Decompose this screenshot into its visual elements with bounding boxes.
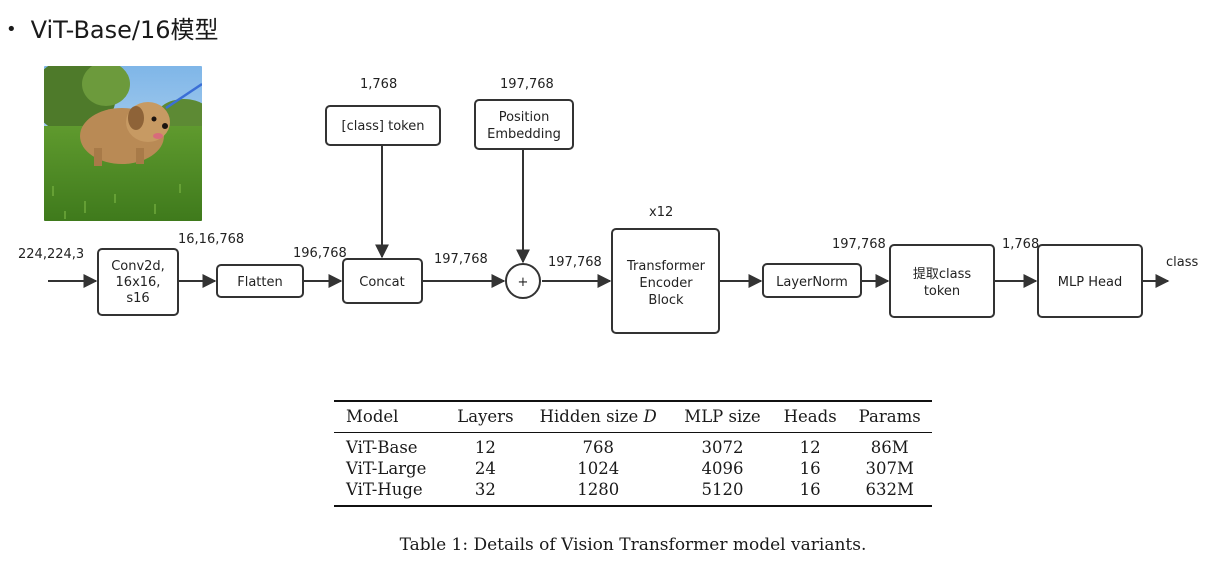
dog-photo [44,66,202,221]
slide-title: ViT-Base/16模型 [30,16,219,44]
model-variants-table-container: Model Layers Hidden size D MLP size Head… [334,400,932,507]
encoder-label-line3: Block [648,293,684,308]
table-header-row: Model Layers Hidden size D MLP size Head… [334,401,932,433]
position-embedding-label-line2: Embedding [487,127,561,142]
flatten-box [216,264,304,298]
cell-hidden-size: 1024 [577,459,620,478]
header-hidden-size-text: Hidden size [539,407,639,426]
layernorm-label: LayerNorm [776,275,848,290]
dim-flatten-out: 196,768 [293,246,347,261]
conv2d-label-line2: 16x16, [116,275,161,290]
extract-class-token-box [889,244,995,318]
slide-heading: • ViT-Base/16模型 [6,10,219,45]
cell-heads: 16 [799,459,821,478]
concat-box [342,258,423,304]
transformer-encoder-box [611,228,720,334]
table-row: ViT-Base 12 768 3072 12 86M [334,433,932,459]
cell-params: 632M [865,480,914,499]
conv2d-box [97,248,179,316]
mlp-head-label: MLP Head [1058,275,1122,290]
flatten-label: Flatten [237,275,283,290]
cell-layers: 32 [474,480,496,499]
header-hidden-size: Hidden size D [524,401,672,433]
class-token-box [325,105,441,146]
cell-mlp-size: 3072 [701,438,744,457]
header-mlp-size: MLP size [671,401,774,433]
encoder-label-line1: Transformer [626,259,706,274]
header-model: Model [334,401,447,433]
cell-model: ViT-Huge [346,480,423,499]
dim-layernorm-out: 197,768 [832,237,886,252]
cell-model: ViT-Base [346,438,418,457]
dim-class-token: 1,768 [360,77,397,92]
header-heads: Heads [773,401,848,433]
conv2d-label-line1: Conv2d, [111,259,165,274]
conv2d-label-line3: s16 [126,291,149,306]
cell-heads: 16 [799,480,821,499]
table-caption: Table 1: Details of Vision Transformer m… [399,535,867,555]
cell-mlp-size: 4096 [701,459,744,478]
cell-mlp-size: 5120 [701,480,744,499]
header-params: Params [847,401,932,433]
table-row: ViT-Huge 32 1280 5120 16 632M [334,479,932,506]
repeat-count: x12 [649,205,673,220]
dim-position-embedding: 197,768 [500,77,554,92]
model-variants-table: Model Layers Hidden size D MLP size Head… [334,400,932,507]
extract-label-line2: token [924,284,960,299]
cell-layers: 24 [474,459,496,478]
mlp-head-box [1037,244,1143,318]
add-plus-icon: + [518,275,529,290]
encoder-label-line2: Encoder [639,276,693,291]
layernorm-box [762,263,862,298]
cell-hidden-size: 768 [582,438,614,457]
dim-input: 224,224,3 [18,247,84,262]
cell-heads: 12 [799,438,821,457]
cell-hidden-size: 1280 [577,480,620,499]
output-class-label: class [1166,255,1198,270]
position-embedding-box [474,99,574,150]
position-embedding-label-line1: Position [499,110,550,125]
extract-label-line1: 提取class [913,266,971,282]
cell-params: 86M [870,438,909,457]
dim-conv-out: 16,16,768 [178,232,244,247]
dim-add-out: 197,768 [548,255,602,270]
table-row: ViT-Large 24 1024 4096 16 307M [334,458,932,479]
header-layers: Layers [446,401,525,433]
dog-photo-illustration [44,66,202,221]
bullet-icon: • [6,19,17,40]
concat-label: Concat [359,275,404,290]
class-token-label: [class] token [342,119,425,134]
header-hidden-size-symbol: D [643,407,657,426]
cell-params: 307M [865,459,914,478]
add-node [505,263,541,299]
dim-extract-out: 1,768 [1002,237,1039,252]
dim-concat-out: 197,768 [434,252,488,267]
cell-model: ViT-Large [346,459,427,478]
cell-layers: 12 [474,438,496,457]
